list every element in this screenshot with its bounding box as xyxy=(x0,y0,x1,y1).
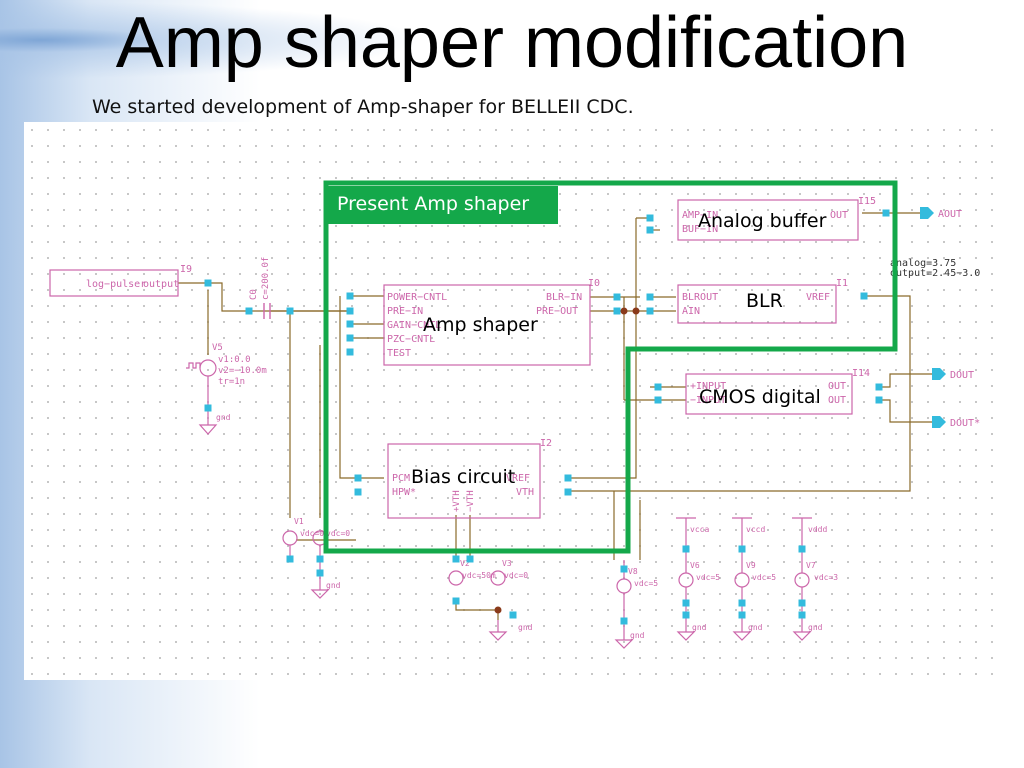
blr-pin-1: BLROUT xyxy=(682,292,718,303)
v5-v1: v1:0.0 xyxy=(218,355,251,365)
cmos-inst: I14 xyxy=(852,368,870,379)
v3-vdc: vdc=0 xyxy=(504,571,528,580)
amp-pin-1: POWER−CNTL xyxy=(387,292,447,303)
present-amp-shaper-outline xyxy=(323,180,898,554)
bias-pin-r2: VTH xyxy=(516,487,534,498)
port-dout: DOUT xyxy=(950,370,974,381)
buffer-pin-out: OUT xyxy=(830,210,848,221)
v1-vdc: vdc=0 xyxy=(300,529,324,538)
v7-gnd: gnd xyxy=(808,623,823,632)
bias-pin-b2: −VTH xyxy=(466,490,476,512)
log-pulser-symbol xyxy=(49,269,179,297)
sky-glow xyxy=(0,0,1024,140)
amp-inst: I0 xyxy=(588,278,600,289)
v8-gnd: gnd xyxy=(630,631,645,640)
v9-gnd: gnd xyxy=(748,623,763,632)
bias-circuit-label: Bias circuit xyxy=(411,466,516,488)
v6-gnd: gnd xyxy=(692,623,707,632)
v1-inst: V1 xyxy=(294,517,304,526)
amp-shaper-block xyxy=(383,284,591,366)
amp-pin-4: PZC−CNTL xyxy=(387,334,435,345)
port-aout: AOUT xyxy=(938,209,962,220)
v7-vdc: vdc=3 xyxy=(814,573,838,582)
blr-pin-2: AIN xyxy=(682,306,700,317)
bias-pin-r1: VREF xyxy=(506,473,530,484)
v6-rail: vcca xyxy=(690,525,709,534)
v5-inst: V5 xyxy=(212,343,223,353)
capacitor-symbol xyxy=(263,303,271,319)
v5-tr: tr=1n xyxy=(218,377,245,387)
log-pulser-label: log−pulser xyxy=(86,279,146,290)
cmos-pin-1: +INPUT xyxy=(690,381,726,392)
v9-rail: vccd xyxy=(746,525,765,534)
v5-source-symbol xyxy=(186,359,218,435)
analog-buffer-block xyxy=(677,199,859,241)
buffer-inst: I15 xyxy=(858,196,876,207)
v7-rail: vddd xyxy=(808,525,827,534)
v8-vdc: vdc=5 xyxy=(634,579,658,588)
blr-label: BLR xyxy=(746,290,783,312)
amp-pin-r1: BLR−IN xyxy=(546,292,582,303)
v5-gnd: gnd xyxy=(216,413,231,422)
param-output: output=2.45−3.0 xyxy=(890,268,980,279)
v6-vdc: vdc=5 xyxy=(696,573,720,582)
v3-inst: V3 xyxy=(502,559,512,568)
buffer-pin-1: AMP−IN xyxy=(682,210,718,221)
blr-block xyxy=(677,284,837,324)
bias-block xyxy=(387,443,541,519)
bias-pin-2: HPW* xyxy=(392,487,416,498)
amp-pin-r2: PRE−OUT xyxy=(536,306,578,317)
bottom-sources xyxy=(282,517,812,649)
log-pulser-inst: I9 xyxy=(180,264,192,275)
log-pulser-output: output xyxy=(143,279,179,290)
slide-subtitle: We started development of Amp-shaper for… xyxy=(92,96,634,118)
buffer-pin-2: BUF−IN xyxy=(682,224,718,235)
v6-inst: V6 xyxy=(690,561,700,570)
v7-inst: V7 xyxy=(806,561,816,570)
v2-inst: V2 xyxy=(460,559,470,568)
amp-shaper-label: Amp shaper xyxy=(423,314,538,336)
amp-pin-3: GAIN−CNTL xyxy=(387,320,441,331)
v9-inst: V9 xyxy=(746,561,756,570)
cmos-block xyxy=(685,373,853,415)
v9-vdc: vdc=5 xyxy=(752,573,776,582)
cmos-digital-label: CMOS digital xyxy=(699,386,821,408)
bias-pin-b1: +VTH xyxy=(452,490,462,512)
port-dout-bar: DOUT* xyxy=(950,418,980,429)
param-analog: analog=3.75 xyxy=(890,258,956,269)
blr-inst: I1 xyxy=(836,278,848,289)
cmos-pin-r1: OUT xyxy=(828,381,846,392)
analog-buffer-label: Analog buffer xyxy=(698,210,827,232)
present-amp-shaper-tag: Present Amp shaper xyxy=(326,186,558,224)
capacitor-inst: C0 xyxy=(249,289,259,300)
capacitor-value: c=200.0f xyxy=(261,257,271,300)
bias-pin-1: PCM xyxy=(392,473,410,484)
v3-gnd: gnd xyxy=(518,623,533,632)
amp-pin-5: TEST xyxy=(387,348,411,359)
amp-pin-2: PRE−IN xyxy=(387,306,423,317)
port-symbols xyxy=(920,207,946,428)
cmos-pin-r2: OUT xyxy=(828,395,846,406)
blr-pin-out: VREF xyxy=(806,292,830,303)
slide-title: Amp shaper modification xyxy=(115,3,909,83)
junctions xyxy=(494,307,640,614)
v1-vdc2: vdc=0 xyxy=(326,529,350,538)
cmos-pin-2: −INPUT xyxy=(690,395,726,406)
v8-inst: V8 xyxy=(628,567,638,576)
pin-squares xyxy=(204,209,890,625)
v2-vdc: vdc=50m xyxy=(462,571,496,580)
bias-inst: I2 xyxy=(540,438,552,449)
v1-gnd: gnd xyxy=(326,581,341,590)
v5-v2: v2=−10.0m xyxy=(218,366,267,376)
